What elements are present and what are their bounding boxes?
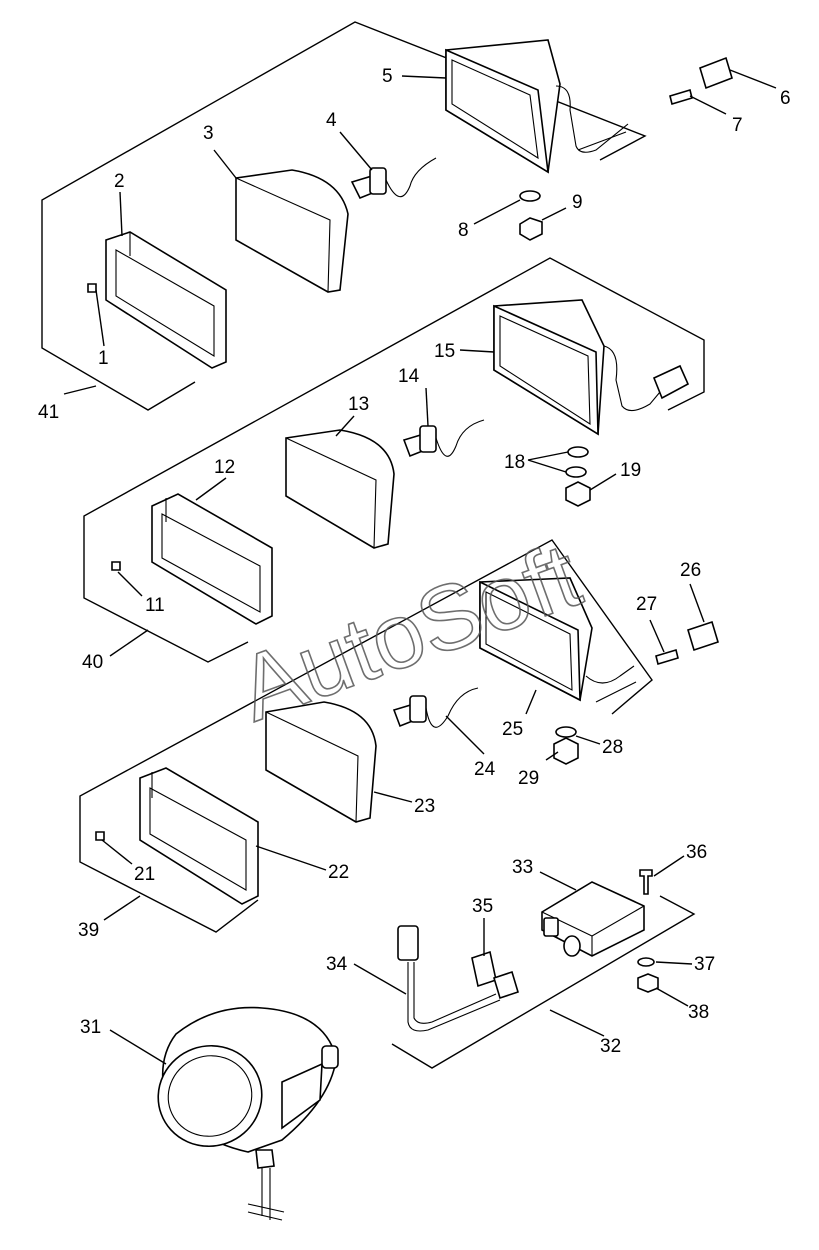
callout-24: 24: [474, 759, 496, 780]
screw-1: [87, 283, 97, 293]
callout-3: 3: [203, 123, 214, 144]
assembly-group-40: [83, 257, 705, 663]
callout-23: 23: [414, 796, 435, 817]
callout-15: 15: [434, 341, 455, 362]
lens-3: [235, 169, 349, 293]
callout-21: 21: [134, 864, 155, 885]
bulb-14: [402, 419, 485, 458]
lamp-housing-25: [479, 577, 637, 703]
callout-18: 18: [504, 452, 525, 473]
bezel-2: [105, 231, 227, 369]
assembly-group-39: [79, 539, 719, 933]
work-lamp-31: [157, 1006, 339, 1221]
callout-1: 1: [98, 348, 109, 369]
nut-19: [565, 481, 591, 507]
control-unit-33: [541, 881, 645, 957]
nut-38: [637, 973, 659, 993]
lamp-housing-5: [445, 39, 629, 174]
washer-8: [519, 190, 541, 202]
assembly-group-32: [391, 869, 696, 1069]
screw-11: [111, 561, 121, 571]
callout-36: 36: [686, 842, 707, 863]
callout-32: 32: [600, 1036, 621, 1057]
connector-26: [687, 620, 719, 652]
callout-14: 14: [398, 366, 420, 387]
callout-8: 8: [458, 220, 469, 241]
callout-7: 7: [732, 115, 743, 136]
callout-31: 31: [80, 1017, 101, 1038]
bezel-12: [151, 493, 273, 625]
callout-11: 11: [145, 595, 165, 616]
lens-23: [265, 701, 377, 823]
callout-25: 25: [502, 719, 523, 740]
washer-37: [637, 957, 655, 967]
callout-labels: 1 2 3 4 5 6 7 8 9 11 12 13 14 15 18 19 2…: [38, 66, 791, 1057]
nut-29: [553, 737, 579, 765]
callout-2: 2: [114, 171, 125, 192]
washer-28: [555, 726, 577, 738]
terminal-7: [669, 88, 693, 106]
nut-9: [519, 217, 543, 241]
terminal-27: [655, 648, 679, 666]
callout-33: 33: [512, 857, 533, 878]
callout-40: 40: [82, 652, 103, 673]
harness-34: [397, 925, 501, 1032]
bulb-4: [350, 157, 437, 200]
bezel-22: [139, 767, 259, 905]
bulb-24: [392, 687, 479, 728]
callout-34: 34: [326, 954, 348, 975]
callout-41: 41: [38, 402, 59, 423]
callout-5: 5: [382, 66, 393, 87]
callout-9: 9: [572, 192, 583, 213]
callout-27: 27: [636, 594, 657, 615]
callout-4: 4: [326, 110, 337, 131]
callout-35: 35: [472, 896, 493, 917]
bolt-36: [639, 869, 653, 895]
callout-39: 39: [78, 920, 99, 941]
leader-lines: [63, 69, 777, 1065]
connector-6: [699, 56, 733, 90]
assembly-group-41: [41, 21, 733, 411]
callout-26: 26: [680, 560, 701, 581]
lamp-housing-15: [493, 299, 690, 436]
callout-12: 12: [214, 457, 235, 478]
callout-38: 38: [688, 1002, 709, 1023]
callout-28: 28: [602, 737, 623, 758]
callout-19: 19: [620, 460, 641, 481]
callout-13: 13: [348, 394, 369, 415]
callout-37: 37: [694, 954, 715, 975]
screw-21: [95, 831, 105, 841]
washer-18b: [565, 466, 587, 478]
relay-35: [471, 950, 497, 988]
callout-22: 22: [328, 862, 349, 883]
lens-13: [285, 429, 395, 549]
callout-6: 6: [780, 88, 791, 109]
washer-18a: [567, 446, 589, 458]
callout-29: 29: [518, 768, 539, 789]
